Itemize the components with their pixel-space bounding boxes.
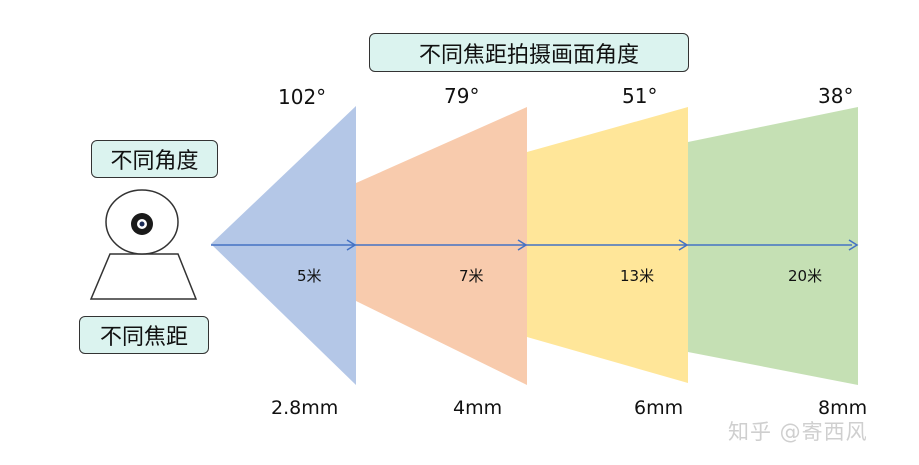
watermark: 知乎 @寄西风: [728, 420, 868, 444]
angle-label: 不同角度: [110, 149, 199, 174]
diagram-title: 不同焦距拍摄画面角度: [418, 42, 639, 68]
focal-label: 不同焦距: [99, 325, 188, 350]
focal-label-box: 不同焦距: [79, 316, 209, 354]
focal-value: 6mm: [634, 397, 684, 419]
angle-value: 102°: [278, 85, 327, 109]
distance-value: 13米: [620, 267, 655, 285]
focal-value: 8mm: [818, 397, 868, 419]
distance-value: 5米: [297, 267, 322, 285]
focal-value: 4mm: [453, 397, 503, 419]
distance-arrow: [211, 239, 859, 251]
focal-value: 2.8mm: [271, 397, 339, 419]
fov-sector-4: [688, 107, 858, 385]
distance-value: 20米: [788, 267, 823, 285]
angle-label-box: 不同角度: [91, 140, 218, 178]
title-box: 不同焦距拍摄画面角度: [369, 33, 689, 72]
angle-value: 79°: [444, 84, 480, 108]
distance-value: 7米: [459, 267, 484, 285]
fov-sector-2: [356, 107, 527, 385]
angle-value: 38°: [818, 84, 854, 108]
camera-icon: [89, 189, 198, 300]
angle-value: 51°: [622, 84, 658, 108]
